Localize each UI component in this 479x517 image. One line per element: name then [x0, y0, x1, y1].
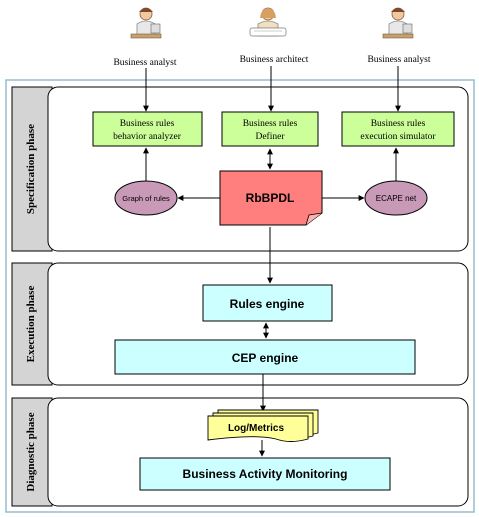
execution-simulator-box: Business rules execution simulator — [341, 111, 455, 147]
definer-line2: Definer — [255, 131, 285, 142]
actor-label: Business architect — [240, 55, 309, 65]
execution-simulator-line2: execution simulator — [360, 132, 436, 142]
graph-of-rules-ellipse: Graph of rules — [114, 180, 178, 216]
diagnostic-phase-tab — [11, 397, 53, 507]
execution-phase-label: Execution phase — [25, 286, 37, 363]
cep-engine-label: CEP engine — [232, 351, 299, 365]
execution-phase-tab — [11, 262, 53, 386]
graph-of-rules-label: Graph of rules — [122, 194, 170, 203]
person-at-desk-icon — [130, 7, 162, 39]
actor-label: Business analyst — [367, 55, 430, 65]
diagnostic-phase-label: Diagnostic phase — [25, 412, 37, 491]
actor-label: Business analyst — [113, 58, 176, 68]
bam-label: Business Activity Monitoring — [183, 467, 348, 481]
cep-engine-box: CEP engine — [114, 339, 416, 375]
behavior-analyzer-box: Business rules behavior analyzer — [92, 111, 203, 147]
behavior-analyzer-line1: Business rules — [120, 119, 175, 129]
log-metrics-label: Log/Metrics — [228, 423, 285, 434]
behavior-analyzer-line2: behavior analyzer — [113, 132, 182, 142]
rules-engine-label: Rules engine — [230, 297, 305, 311]
definer-line1: Business rules — [243, 119, 298, 129]
definer-box: Business rules Definer — [221, 111, 319, 147]
log-metrics-documents: Log/Metrics — [207, 409, 319, 442]
specification-phase-label: Specification phase — [25, 124, 37, 214]
person-at-desk-icon — [382, 7, 414, 39]
ecape-net-label: ECAPE net — [376, 194, 417, 203]
ecape-net-ellipse: ECAPE net — [364, 180, 428, 216]
rules-engine-box: Rules engine — [202, 284, 333, 322]
person-with-papers-icon — [249, 7, 287, 37]
execution-simulator-line1: Business rules — [371, 119, 426, 129]
business-activity-monitoring-box: Business Activity Monitoring — [139, 457, 391, 491]
specification-phase-tab — [11, 86, 53, 252]
rbbpdl-label: RbBPDL — [246, 191, 295, 205]
rbbpdl-document: RbBPDL — [219, 170, 323, 226]
